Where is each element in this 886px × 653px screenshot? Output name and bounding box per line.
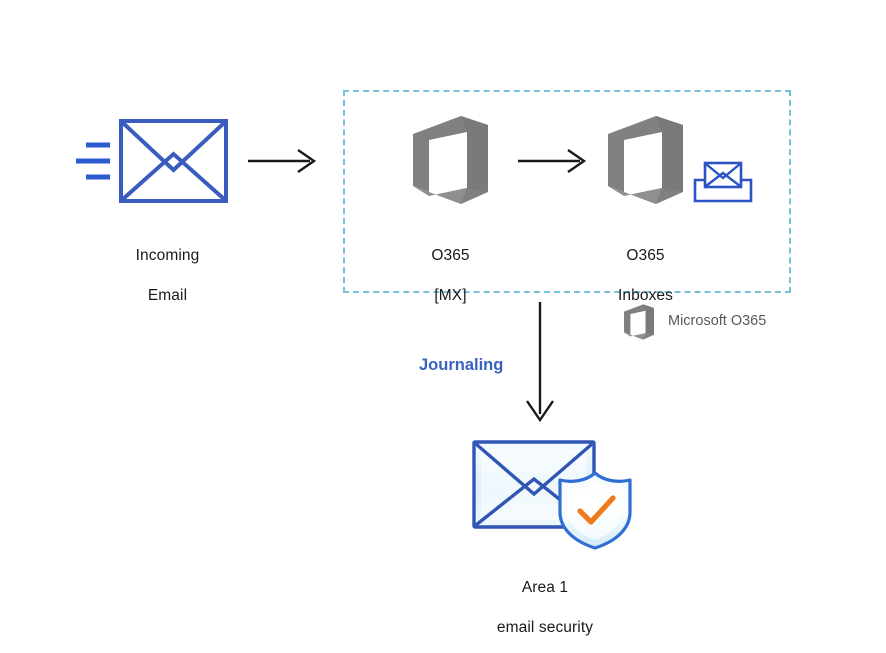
check-icon: [577, 495, 616, 525]
envelope-shield-check-icon: [472, 440, 632, 550]
area1-label-line-1: Area 1: [521, 579, 569, 596]
inbox-tray-envelope-badge: [692, 158, 754, 206]
incoming-email-node: [70, 112, 235, 212]
o365-inboxes-caption: O365 Inboxes: [573, 226, 718, 326]
right-arrow-icon: [518, 149, 587, 173]
office-logo-icon: [624, 304, 654, 340]
area1-email-security-node: [468, 432, 636, 550]
legend-office-logo: [620, 302, 658, 342]
inbox-tray-envelope-icon: [693, 161, 753, 203]
office-logo-icon: [413, 116, 488, 204]
o365-mx-node: [403, 112, 498, 208]
incoming-email-label-line-2: Email: [147, 287, 188, 304]
o365-boundary-zone: [343, 90, 791, 293]
incoming-email-caption: Incoming Email: [95, 226, 240, 326]
o365-inboxes-label-line-2: Inboxes: [618, 287, 673, 304]
o365-mx-label-line-2: [MX]: [434, 287, 467, 304]
area1-label-line-2: email security: [496, 619, 594, 636]
legend-label-microsoft-o365: Microsoft O365: [668, 313, 767, 329]
office-logo-icon: [608, 116, 683, 204]
o365-inboxes-node: [598, 112, 693, 208]
area1-email-security-caption: Area 1 email security: [465, 558, 625, 653]
envelope-flap: [474, 442, 594, 497]
arrow-inboxes-to-area1: [520, 302, 562, 424]
down-arrow-icon: [526, 302, 554, 423]
right-arrow-icon: [248, 149, 317, 173]
arrow-mx-to-inboxes: [518, 145, 590, 177]
incoming-email-label-line-1: Incoming: [135, 247, 200, 264]
o365-mx-caption: O365 [MX]: [378, 226, 523, 326]
o365-inboxes-label-line-1: O365: [626, 247, 665, 264]
speed-lines-icon: [76, 142, 110, 180]
o365-mx-label-line-1: O365: [431, 247, 470, 264]
arrow-incoming-to-mx: [248, 145, 320, 177]
journaling-edge-label: Journaling: [419, 356, 504, 374]
envelope-icon: [76, 119, 228, 203]
